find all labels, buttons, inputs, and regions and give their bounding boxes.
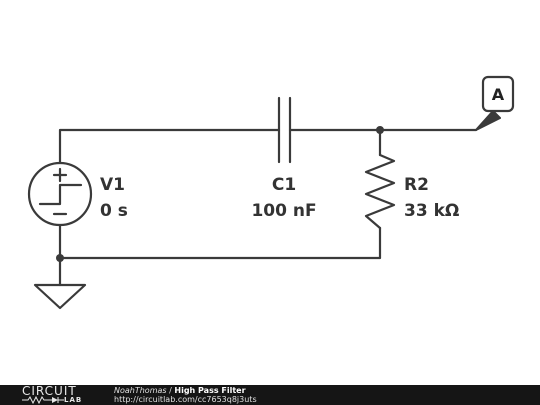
probe-a[interactable]: A [475,75,515,131]
footer-bar: CIRCUIT LAB NoahThomas / High Pass Filte… [0,384,540,405]
top-wire-left [58,128,281,165]
capacitor-c1[interactable] [277,96,292,164]
resistor-zigzag [364,153,396,230]
author-title-line: NoahThomas / High Pass Filter [114,386,257,395]
logo-text-circuit: CIRCUIT [22,384,77,398]
probe-pointer [475,110,501,131]
probe-box [481,75,515,113]
resistor-r2[interactable] [364,153,396,230]
circuit-info: NoahThomas / High Pass Filter http://cir… [114,386,257,404]
ground-symbol [33,283,87,310]
source-circle [27,161,93,227]
junction-ground-node [56,254,64,262]
ground-triangle [33,283,87,310]
circuitlab-logo[interactable]: CIRCUIT LAB [22,384,94,405]
step-waveform-icon [38,183,83,206]
author-name[interactable]: NoahThomas [114,386,167,395]
wires [58,128,478,287]
circuit-url[interactable]: http://circuitlab.com/cc7653q8j3uts [114,395,257,404]
resistor-value-label: 33 kΩ [404,201,459,221]
capacitor-name-label: C1 [272,175,296,195]
bottom-wire [58,226,382,260]
probe-label: A [492,85,505,104]
resistor-name-label: R2 [404,175,429,195]
source-name-label: V1 [100,175,125,195]
source-value-label: 0 s [100,201,128,221]
circuit-schematic: V1 0 s C1 100 nF R2 33 kΩ A [27,75,515,310]
capacitor-value-label: 100 nF [251,201,316,221]
voltage-source-v1[interactable] [27,161,93,227]
logo-text-lab: LAB [64,396,83,404]
logo-resistor-icon [22,396,64,404]
circuit-title[interactable]: High Pass Filter [174,386,246,395]
title-separator: / [169,386,172,395]
junction-top-node [376,126,384,134]
